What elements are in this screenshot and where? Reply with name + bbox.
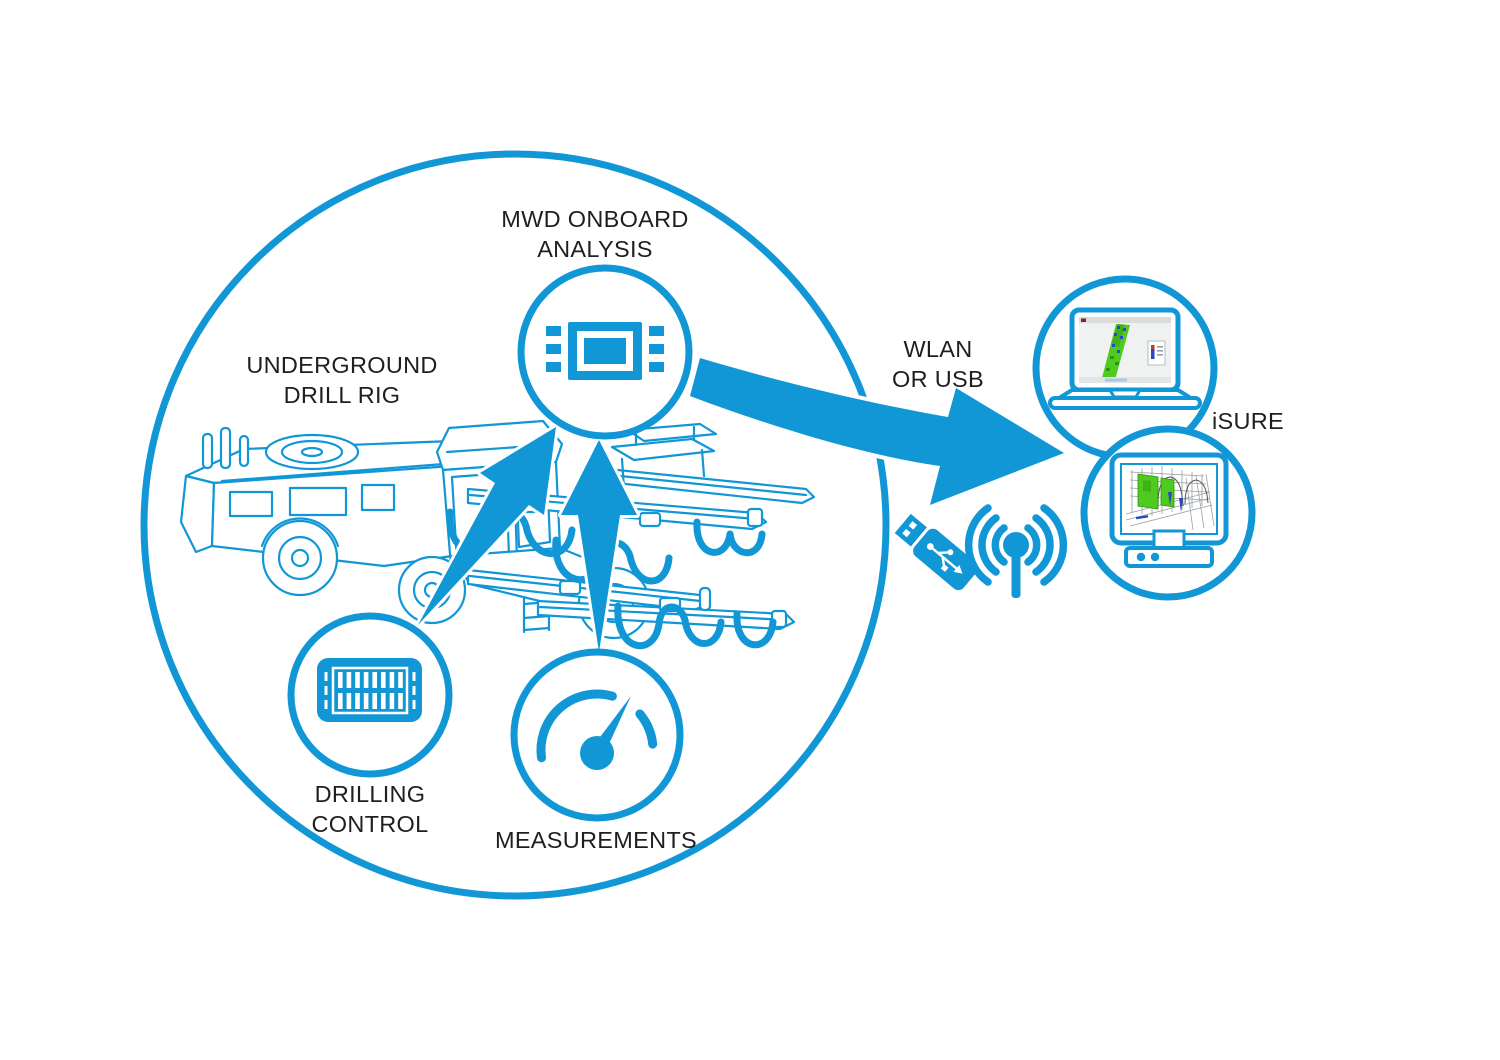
- underground-drill-rig-label: UNDERGROUND DRILL RIG: [192, 350, 492, 410]
- monitor-icon: [1109, 452, 1229, 568]
- monitor-node-circle: [1080, 425, 1256, 601]
- drilling-control-label: DRILLING CONTROL: [220, 779, 520, 839]
- connection-label-line2: OR USB: [892, 366, 984, 392]
- control-panel-icon: [317, 658, 422, 722]
- mwd-node-circle: [517, 264, 693, 440]
- mwd-label-line2: ANALYSIS: [537, 236, 653, 262]
- drilling-control-label-line2: CONTROL: [311, 811, 429, 837]
- laptop-node-circle: [1032, 275, 1218, 461]
- data-flow-arrows: [415, 354, 1068, 655]
- mwd-onboard-analysis-label: MWD ONBOARD ANALYSIS: [445, 204, 745, 264]
- measurements-label-line1: MEASUREMENTS: [494, 827, 698, 853]
- hmi-display-icon: [546, 322, 664, 380]
- up-arrow-vertical: [558, 437, 640, 655]
- drilling-control-label-line1: DRILLING: [314, 781, 426, 807]
- isure-label-line1: iSURE: [1211, 408, 1284, 434]
- drilling-control-node-circle: [287, 612, 453, 778]
- mwd-label-line1: MWD ONBOARD: [501, 206, 689, 232]
- connection-label-line1: WLAN: [903, 336, 973, 362]
- wlan-or-usb-label: WLAN OR USB: [788, 334, 1088, 394]
- rig-label-line2: DRILL RIG: [283, 382, 401, 408]
- laptop-icon: [1048, 307, 1202, 410]
- measurements-label: MEASUREMENTS: [446, 825, 746, 855]
- isure-label: iSURE: [1186, 406, 1310, 436]
- curved-transfer-arrow: [686, 354, 1068, 509]
- measurements-node-circle: [510, 648, 684, 822]
- rig-label-line1: UNDERGROUND: [246, 352, 438, 378]
- gauge-icon: [536, 689, 658, 770]
- system-boundary-circle: [140, 150, 890, 900]
- wifi-antenna-icon: [964, 504, 1068, 598]
- usb-stick-icon: [894, 513, 979, 591]
- up-arrow-diagonal: [415, 424, 559, 628]
